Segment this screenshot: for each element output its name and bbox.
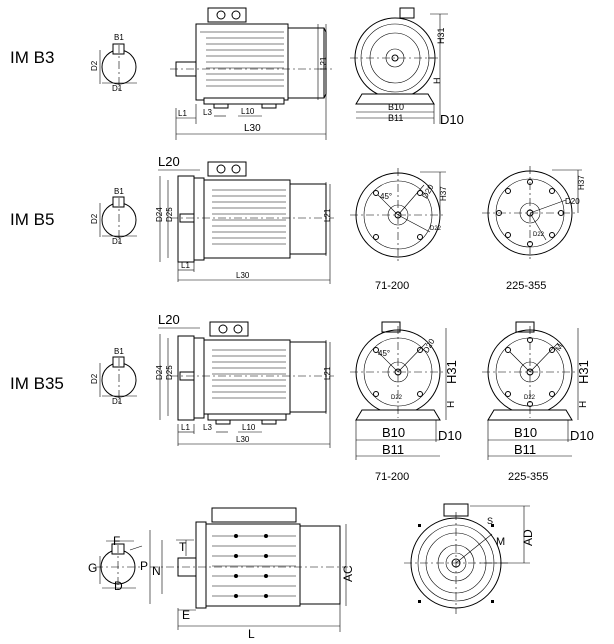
b5-d24-label: D24 — [155, 207, 164, 222]
b35-b1-label: B1 — [114, 347, 124, 356]
b5-d25-label: D25 — [165, 207, 174, 222]
b35-caption-225-355: 225-355 — [508, 471, 548, 483]
b35-small-b10-label: B10 — [382, 425, 405, 440]
b35-large-h-label: H — [578, 401, 589, 408]
b35-side-view: L20 D24 D25 L1 L3 L10 L30 L21 — [155, 312, 334, 448]
b3-l10-label: L10 — [241, 107, 255, 116]
b3-b10-label: B10 — [388, 102, 404, 112]
b3-b1-label: B1 — [114, 33, 124, 42]
b35-l1-label: L1 — [181, 423, 190, 432]
b35-l10-label: L10 — [242, 423, 256, 432]
b5-d2-label: D2 — [90, 213, 99, 224]
b3-l1-label: L1 — [178, 109, 187, 118]
b3-d2-label: D2 — [90, 60, 99, 71]
general-s-label: S — [487, 516, 493, 526]
b35-small-h-label: H — [446, 401, 457, 408]
b3-h-label: H — [432, 78, 442, 85]
general-ad-label: AD — [521, 529, 535, 546]
b5-shaft-section: B1 D2 D1 — [90, 187, 137, 246]
general-shaft-section: F G D — [88, 534, 143, 593]
general-d-label: D — [114, 579, 123, 593]
general-ac-label: AC — [341, 565, 355, 582]
general-t-label: T — [179, 540, 187, 554]
b35-small-45deg-label: 45° — [378, 349, 390, 358]
b3-d1-label: D1 — [112, 84, 123, 93]
row-label-im-b35: IM B35 — [10, 374, 64, 393]
b35-l20-label: L20 — [158, 312, 180, 327]
b5-small-d20-label: D20 — [420, 183, 435, 201]
b5-side-view: L20 D24 D25 L1 L30 L21 — [155, 154, 334, 284]
b35-flange-view-small: 45° D20 D22 H31 H B10 B11 D10 71-200 — [350, 321, 462, 483]
b3-b11-label: B11 — [388, 113, 403, 123]
b3-l30-label: L30 — [244, 123, 261, 134]
general-end-view: S M AD — [404, 503, 535, 614]
b35-small-h31-label: H31 — [444, 360, 459, 384]
general-p-label: P — [140, 559, 148, 573]
b3-side-view: L1 L3 L10 L30 L21 — [170, 7, 332, 140]
b35-caption-71-200: 71-200 — [375, 471, 409, 483]
b5-flange-view-large: D20 H37 D22 225-355 — [482, 166, 586, 292]
b35-l30-label: L30 — [236, 435, 250, 444]
general-side-view: T N P E L AC — [140, 507, 355, 641]
row-label-im-b5: IM B5 — [10, 210, 55, 229]
b5-l21-label: L21 — [323, 208, 332, 222]
b5-l30-label: L30 — [236, 271, 250, 280]
b5-small-45deg-label: 45° — [380, 192, 392, 201]
general-e-label: E — [182, 608, 190, 622]
b35-shaft-section: B1 D2 D1 — [90, 347, 137, 406]
b3-l21-label: L21 — [319, 56, 328, 70]
b5-large-d22-label: D22 — [533, 232, 545, 238]
general-n-label: N — [152, 564, 161, 578]
b35-d24-label: D24 — [155, 365, 164, 380]
b35-small-d10-label: D10 — [438, 428, 462, 443]
b3-l3-label: L3 — [203, 108, 212, 117]
b5-small-d22-label: D22 — [430, 226, 442, 232]
b35-small-d22-label: D22 — [391, 395, 403, 401]
b5-large-d20-label: D20 — [565, 197, 580, 206]
general-f-label: F — [113, 534, 120, 548]
b5-d1-label: D1 — [112, 237, 123, 246]
b35-d1-label: D1 — [112, 397, 123, 406]
b35-large-b10-label: B10 — [514, 425, 537, 440]
b35-large-m-label: M — [553, 342, 564, 353]
b5-l1-label: L1 — [181, 261, 190, 270]
b35-l3-label: L3 — [203, 423, 212, 432]
b5-caption-71-200: 71-200 — [375, 280, 409, 292]
b3-h31-label: H31 — [436, 27, 446, 44]
row-label-im-b3: IM B3 — [10, 48, 55, 67]
general-g-label: G — [88, 561, 97, 575]
general-l-label: L — [248, 627, 255, 641]
b5-small-h37-label: H37 — [439, 186, 448, 201]
b5-l20-label: L20 — [158, 154, 180, 169]
b35-large-h31-label: H31 — [576, 360, 591, 384]
b5-flange-view-small: 45° D20 H37 D22 71-200 — [350, 168, 448, 292]
b5-b1-label: B1 — [114, 187, 124, 196]
b3-d10-label: D10 — [440, 112, 464, 127]
b35-small-b11-label: B11 — [382, 442, 404, 457]
general-m-label: M — [496, 536, 505, 548]
b35-large-b11-label: B11 — [514, 442, 536, 457]
b5-large-h37-label: H37 — [577, 175, 586, 190]
b5-caption-225-355: 225-355 — [506, 280, 546, 292]
b3-end-view: H31 H B10 B11 D10 — [350, 7, 464, 127]
b35-large-d22-label: D22 — [524, 395, 536, 401]
b35-large-d10-label: D10 — [570, 428, 594, 443]
b35-d2-label: D2 — [90, 373, 99, 384]
b3-shaft-section: B1 D2 D1 — [90, 33, 137, 93]
b35-l21-label: L21 — [323, 366, 332, 380]
b35-flange-view-large: M D22 H31 H B10 B11 D10 225-355 — [482, 321, 594, 483]
b35-d25-label: D25 — [165, 365, 174, 380]
